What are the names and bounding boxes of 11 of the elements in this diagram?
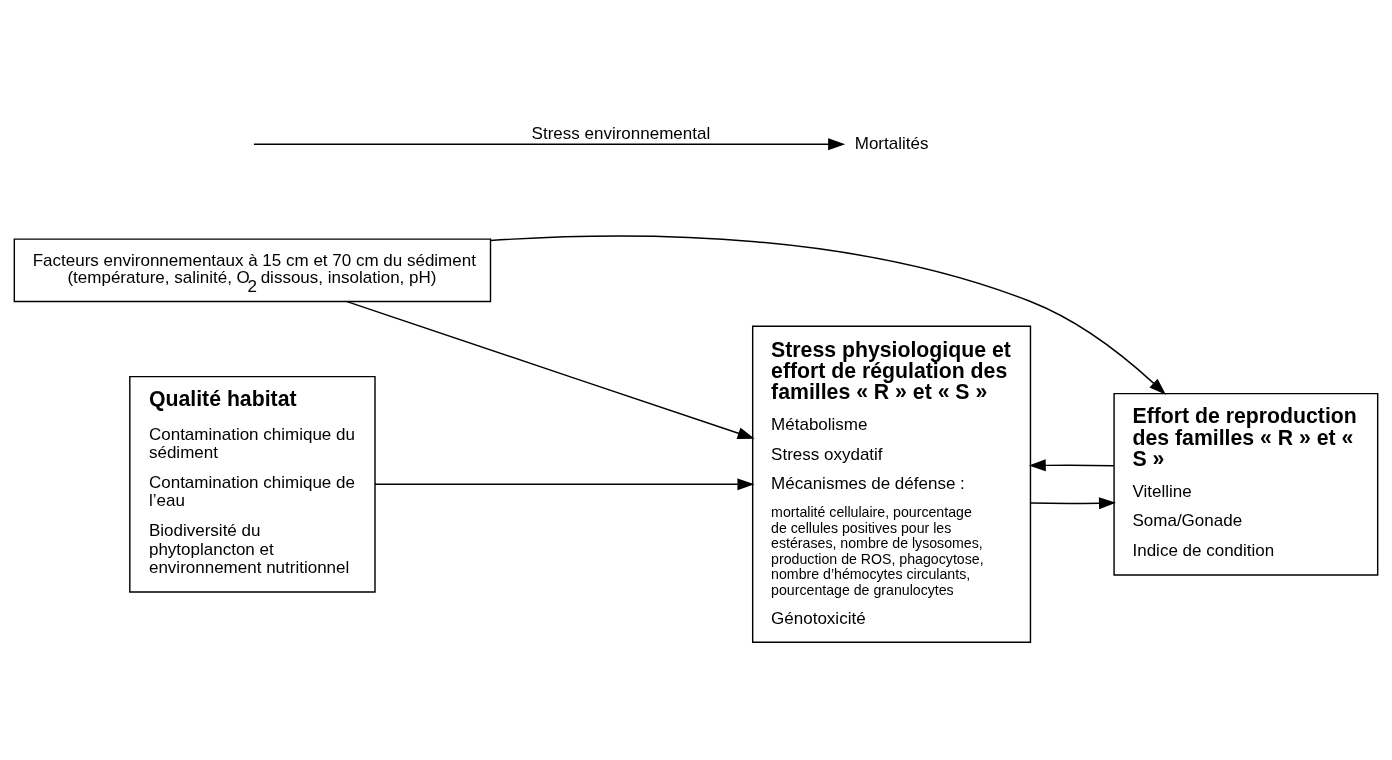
node-box: Effort de reproduction des familles « R » et « S » Vitelline Soma/Gonade Indice de condition	[1113, 392, 1379, 576]
arrow	[489, 234, 1166, 395]
arrow	[1028, 458, 1115, 471]
edge-label: Stress environnemental	[531, 123, 711, 143]
arrow	[374, 477, 755, 490]
arrow	[253, 137, 846, 150]
node-text: Mortalités	[854, 133, 929, 153]
node-box: Qualité habitat Contamination chimique du sédiment Contamination chimique de l’eau Biodiversité du phytoplancton et environnement nutritionnel	[129, 375, 376, 593]
arrow	[346, 300, 755, 439]
arrow	[1030, 496, 1116, 509]
node-box: Stress physiologique et effort de régulation des familles « R » et « S » Métabolisme Stress oxydatif Mécanismes de défense : mortalité cellulaire, pourcentage de cellules positives pour les estérases, nombre de lysosomes, production de ROS, phagocytose, nombre d’hémocytes circulants, pourcentage de granulocytes Génotoxicité	[752, 325, 1032, 643]
